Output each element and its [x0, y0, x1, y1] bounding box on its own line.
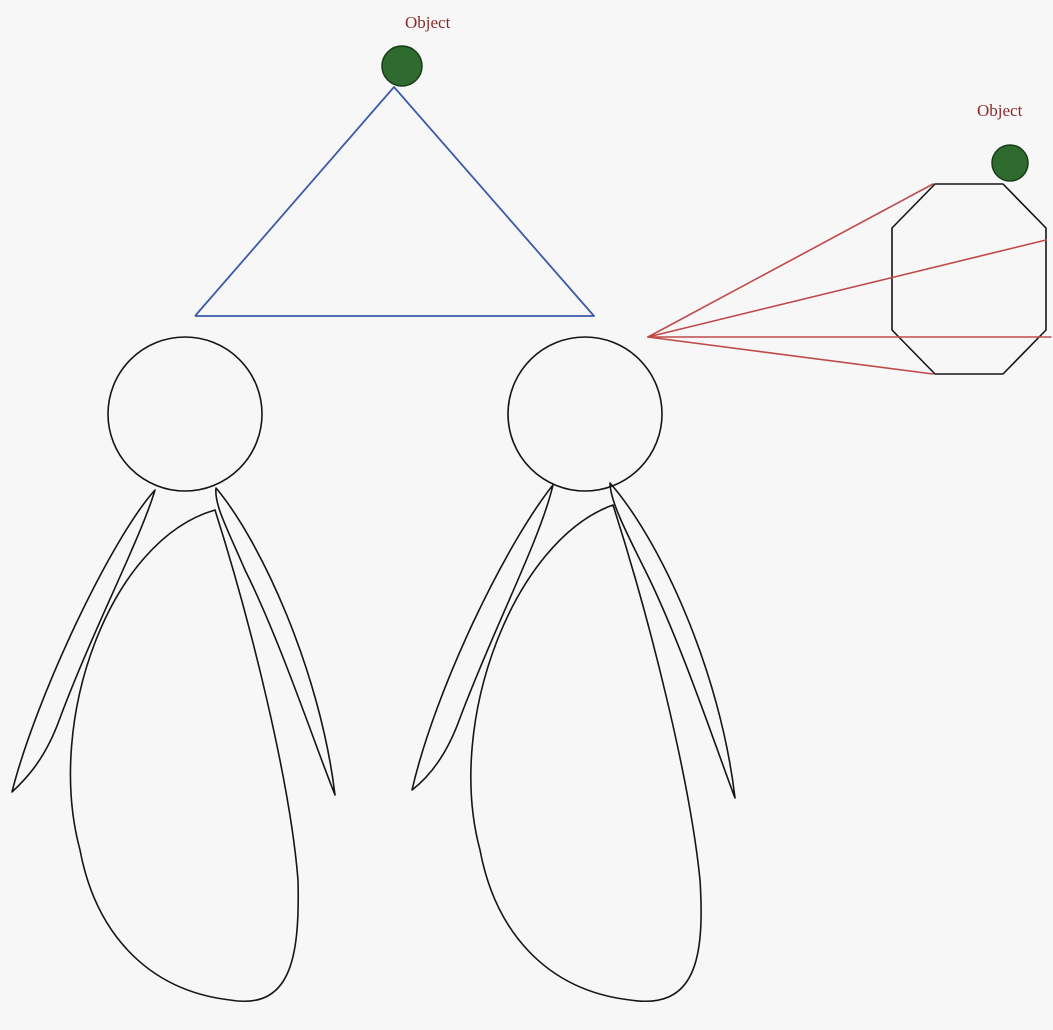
object-marker-right: [991, 144, 1029, 182]
figure-right-arm-left: [411, 484, 554, 791]
figure-left-head: [107, 336, 263, 492]
octagon-shape: [891, 183, 1047, 375]
figure-right-head: [507, 336, 663, 492]
figure-left-body: [69, 509, 300, 1003]
figure-left: [11, 336, 336, 1003]
figure-left-arm-right: [215, 487, 336, 796]
figure-right-arm-right: [609, 482, 736, 799]
figure-left-arm-left: [11, 489, 156, 793]
gaze-rays: [647, 183, 1052, 375]
shared-gaze-triangle: [194, 86, 595, 317]
object-label-right: Object: [977, 101, 1023, 120]
figure-right: [411, 336, 736, 1003]
gaze-ray-middle: [647, 239, 1047, 338]
gaze-ray-upper: [647, 183, 934, 338]
object-marker-top: [381, 45, 423, 87]
object-label-top: Object: [405, 13, 451, 32]
gaze-ray-lower: [647, 336, 934, 375]
figure-right-body: [470, 504, 702, 1003]
